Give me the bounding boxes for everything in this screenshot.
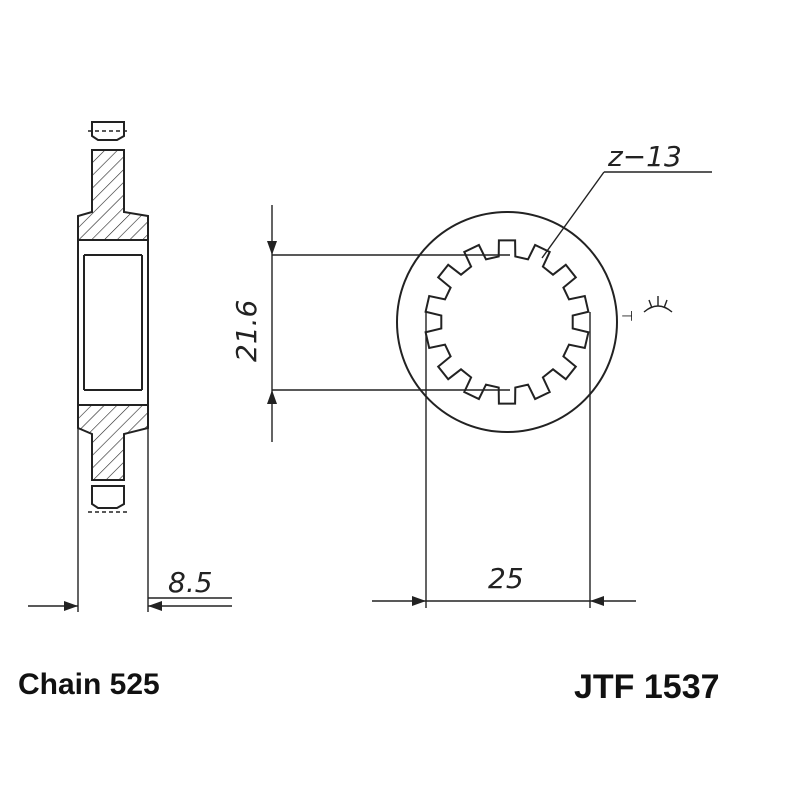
timing-mark-icon (643, 296, 673, 313)
part-number-label: JTF 1537 (574, 668, 720, 706)
bore-diameter-label: 25 (488, 562, 524, 595)
inner-diameter-label: 21.6 (230, 300, 263, 362)
spline-bore-profile (424, 239, 590, 405)
width-dimension-label: 8.5 (168, 566, 213, 599)
chain-size-label: Chain 525 (18, 668, 160, 701)
teeth-count-label: z−13 (607, 140, 682, 173)
side-view (28, 121, 232, 612)
front-view (267, 172, 712, 608)
mark-symbol: ⊥ (620, 310, 636, 322)
hub-circle (396, 211, 618, 433)
